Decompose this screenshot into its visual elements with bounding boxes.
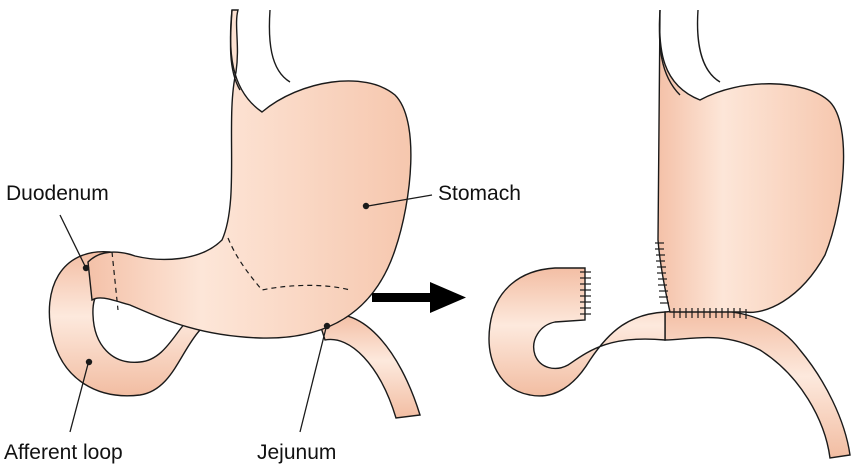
right-arrow-icon xyxy=(372,282,466,313)
jejunum-leader-line xyxy=(300,328,326,432)
afferent-loop-label: Afferent loop xyxy=(4,441,123,465)
left-stomach-shape xyxy=(88,10,411,338)
duodenum-label: Duodenum xyxy=(6,182,109,206)
stomach-label: Stomach xyxy=(438,182,521,206)
left-jejunum-shape xyxy=(318,314,420,418)
jejunum-label: Jejunum xyxy=(257,441,336,465)
right-stomach-shape xyxy=(658,10,844,312)
left-esophagus-shape xyxy=(230,10,290,90)
right-jejunum-shape xyxy=(665,310,850,458)
stomach-dot xyxy=(363,203,369,209)
duodenum-leader-line xyxy=(60,215,85,266)
duodenum-dot xyxy=(83,265,89,271)
right-anatomy xyxy=(489,10,850,458)
left-anatomy xyxy=(49,10,432,432)
afferent-loop-dot xyxy=(86,359,92,365)
right-afferent-tube-shape xyxy=(489,268,665,396)
jejunum-dot xyxy=(324,323,330,329)
